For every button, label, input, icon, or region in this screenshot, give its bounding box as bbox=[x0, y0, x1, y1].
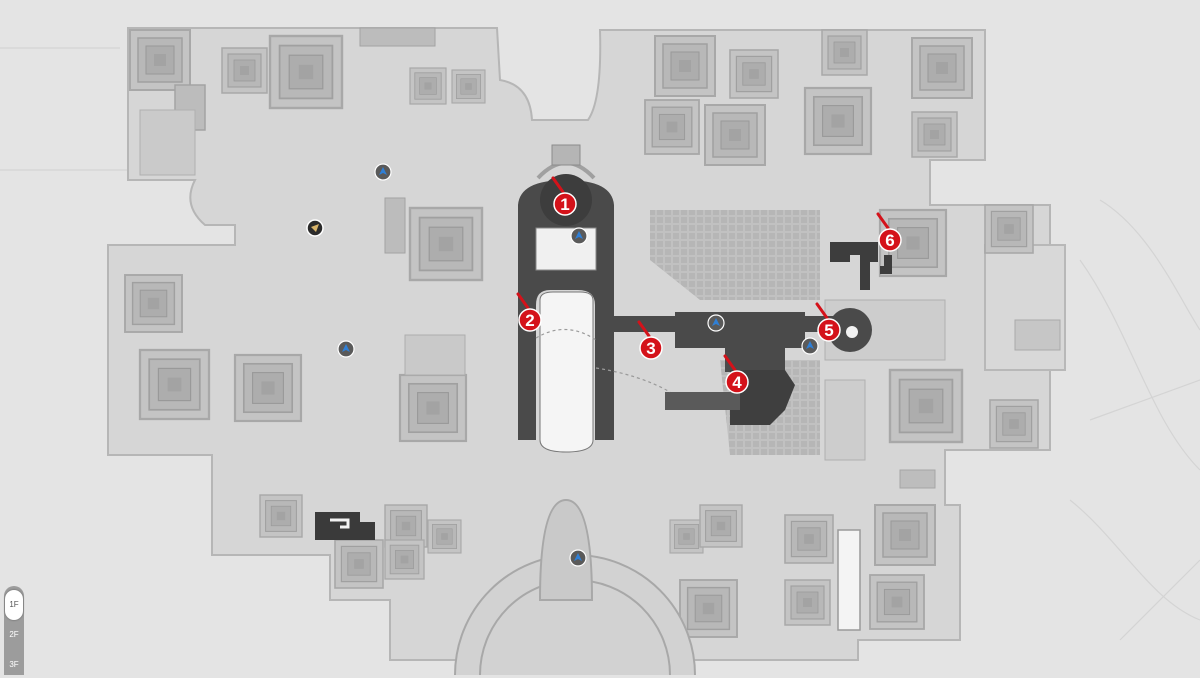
route-marker-label: 4 bbox=[732, 373, 742, 392]
player-location-icon[interactable] bbox=[306, 219, 324, 237]
highlighted-route bbox=[315, 144, 892, 540]
route-marker-label: 2 bbox=[525, 311, 534, 330]
floor-tab-3f[interactable]: 3F bbox=[9, 660, 19, 669]
route-marker-6: 6 bbox=[876, 212, 902, 252]
space-anchor-icon[interactable] bbox=[374, 163, 392, 181]
route-marker-label: 6 bbox=[885, 231, 894, 250]
space-anchor-icon[interactable] bbox=[569, 549, 587, 567]
route-marker-label: 5 bbox=[824, 321, 833, 340]
space-anchor-icon[interactable] bbox=[570, 227, 588, 245]
route-marker-label: 3 bbox=[646, 339, 655, 358]
route-marker-2: 2 bbox=[516, 292, 542, 332]
route-marker-3: 3 bbox=[637, 320, 663, 360]
route-marker-5: 5 bbox=[815, 302, 841, 342]
space-anchor-icon[interactable] bbox=[801, 337, 819, 355]
floor-tab-1f[interactable]: 1F bbox=[5, 590, 23, 620]
floor-tab-2f[interactable]: 2F bbox=[9, 630, 19, 639]
background-linework bbox=[0, 47, 1200, 641]
space-anchor-icon[interactable] bbox=[707, 314, 725, 332]
route-marker-4: 4 bbox=[723, 354, 749, 394]
entrance-plaza bbox=[454, 498, 696, 675]
floor-selector: 1F 2F 3F bbox=[4, 586, 24, 675]
space-anchor-icon[interactable] bbox=[337, 340, 355, 358]
route-marker-1: 1 bbox=[551, 176, 577, 216]
route-marker-label: 1 bbox=[560, 195, 569, 214]
route-markers: 1 2 3 4 5 6 bbox=[516, 176, 902, 394]
waypoints bbox=[337, 163, 819, 567]
